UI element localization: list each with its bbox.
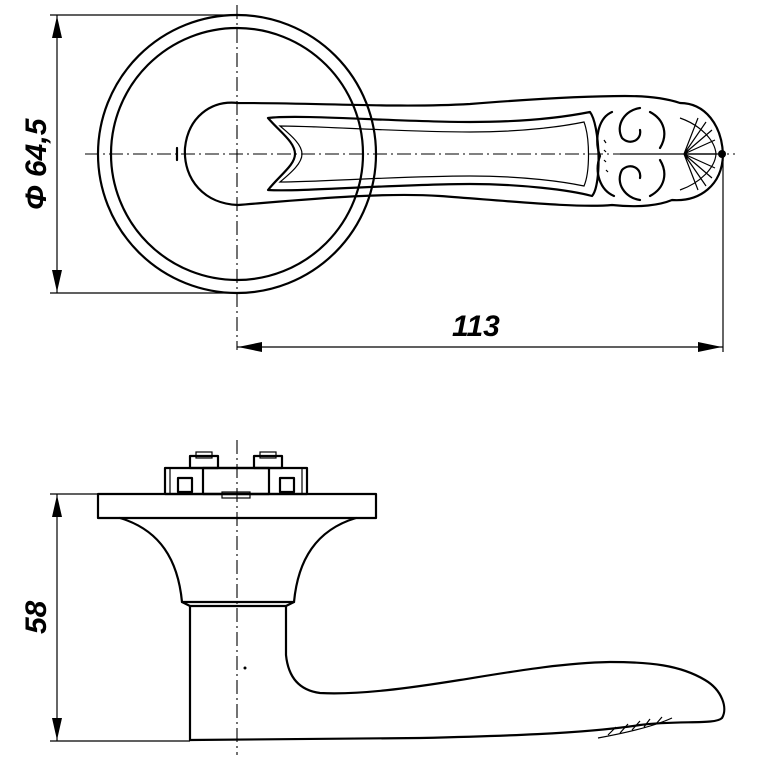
lever-inner-panel-inner [278,121,590,187]
top-view: Φ 64,5 113 [20,5,735,352]
height-label: 58 [20,600,53,634]
lever-side-outline [188,604,726,742]
side-mark [243,666,247,670]
diameter-label: Φ 64,5 [20,117,53,210]
height-dimension: 58 [20,493,190,742]
lever-tip-detail [597,716,673,739]
length-dimension: 113 [237,160,724,352]
rosette-neck [118,516,358,604]
mounting-mechanism [163,451,309,499]
side-view: 58 [20,440,726,755]
lever-inner-panel-outer [266,110,600,198]
lever-top-outline [183,94,725,208]
diameter-dimension: Φ 64,5 [20,14,237,294]
length-label: 113 [452,310,500,343]
